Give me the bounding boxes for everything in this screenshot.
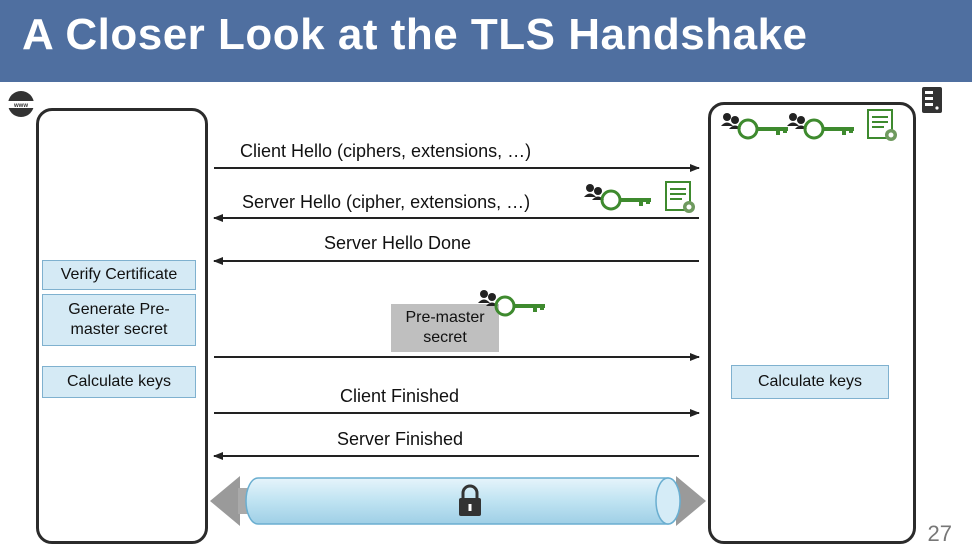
pre-master-secret-box: Pre-master secret [391,304,499,352]
server-calculate-keys-step: Calculate keys [731,365,889,399]
certificate-icon [665,181,695,213]
generate-premaster-step: Generate Pre-master secret [42,294,196,346]
key-icon [584,184,651,211]
encrypted-tunnel [210,476,706,526]
server-panel [708,102,916,544]
server-hello-label: Server Hello (cipher, extensions, …) [242,192,531,212]
server-icon [922,87,942,113]
globe-icon: www [8,91,34,117]
key-icon [721,113,788,140]
client-finished-label: Client Finished [340,386,460,406]
lock-icon [459,484,481,516]
key-icon [787,113,854,140]
certificate-icon [867,109,897,141]
key-icon [478,290,545,317]
verify-certificate-step: Verify Certificate [42,260,196,290]
page-number: 27 [927,521,952,546]
server-finished-label: Server Finished [337,429,464,449]
client-hello-label: Client Hello (ciphers, extensions, …) [240,141,532,161]
client-calculate-keys-step: Calculate keys [42,366,196,398]
svg-text:www: www [13,103,28,109]
page-title: A Closer Look at the TLS Handshake [22,10,808,59]
server-hello-done-label: Server Hello Done [324,233,472,253]
title-bar: A Closer Look at the TLS Handshake [0,0,972,82]
